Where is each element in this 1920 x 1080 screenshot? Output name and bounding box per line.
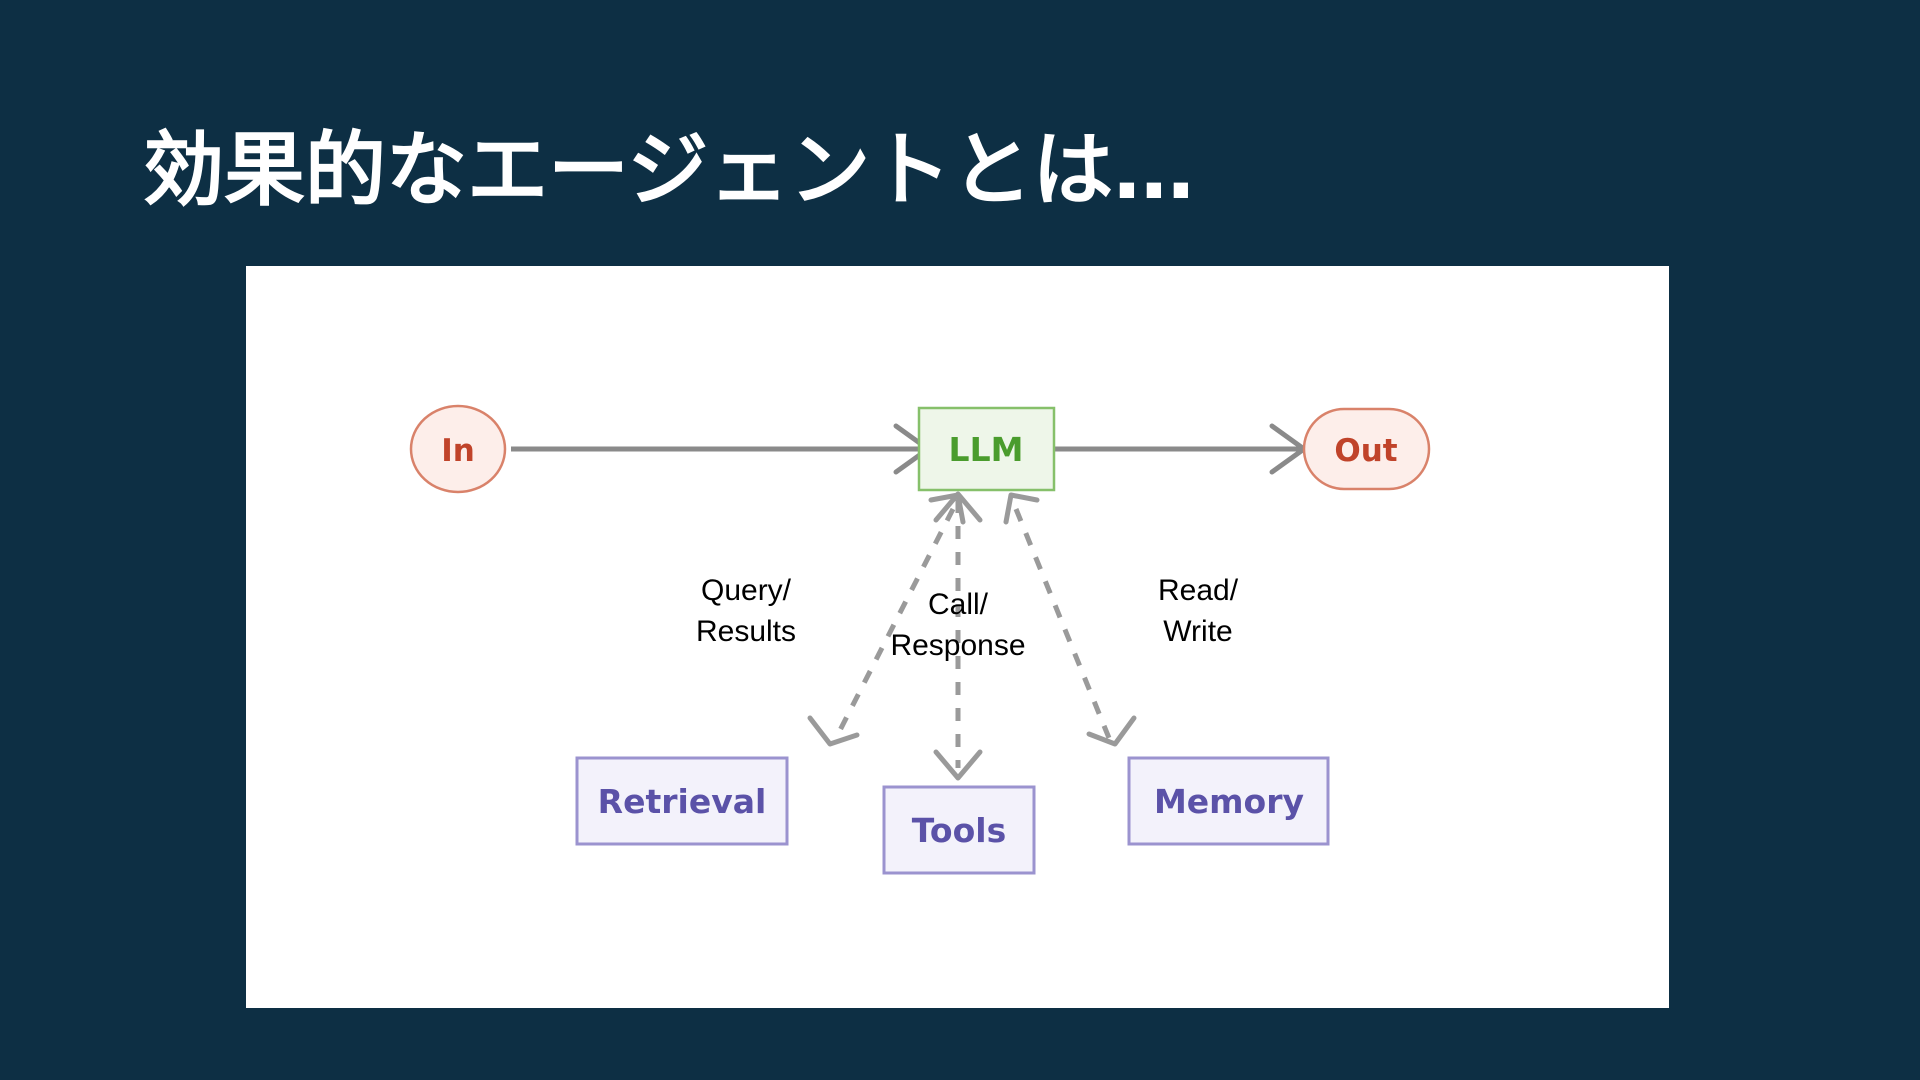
node-llm[interactable]: LLM xyxy=(917,406,1056,492)
node-memory-label: Memory xyxy=(1154,782,1304,821)
edge-llm-tools-arrowhead-down-icon xyxy=(933,749,983,781)
edge-in-llm xyxy=(511,423,931,475)
node-in-label: In xyxy=(441,433,475,469)
node-out[interactable]: Out xyxy=(1302,407,1431,491)
diagram-canvas: Query/ Results Call/ Response Read/ Writ… xyxy=(409,404,1431,875)
node-out-label: Out xyxy=(1334,433,1397,469)
edge-label-response: Response xyxy=(890,629,1025,662)
diagram-panel: Query/ Results Call/ Response Read/ Writ… xyxy=(246,266,1669,1008)
node-llm-shape[interactable] xyxy=(917,406,1056,492)
edge-llm-tools xyxy=(933,491,983,781)
edge-llm-memory-arrowhead-down-icon xyxy=(1086,715,1137,747)
edge-llm-memory-arrowhead-up-icon xyxy=(1003,492,1040,525)
edge-label-read: Read/ xyxy=(1158,574,1239,607)
edge-label-write: Write xyxy=(1163,615,1232,648)
edge-label-results: Results xyxy=(696,615,796,648)
node-retrieval-label: Retrieval xyxy=(598,782,767,821)
edge-llm-out xyxy=(1052,423,1307,475)
edge-llm-memory-line xyxy=(1013,508,1112,739)
node-llm-label: LLM xyxy=(949,430,1024,469)
edge-llm-retrieval-line xyxy=(833,507,956,740)
node-tools[interactable]: Tools xyxy=(882,785,1036,875)
node-memory-shape[interactable] xyxy=(1127,756,1330,846)
edge-llm-tools-arrowhead-up-icon xyxy=(933,491,983,523)
edge-label-query: Query/ xyxy=(701,574,792,607)
page-title: 効果的なエージェントとは… xyxy=(143,124,1195,219)
edge-llm-retrieval-arrowhead-down-icon xyxy=(807,715,860,747)
node-tools-label: Tools xyxy=(912,811,1006,850)
node-in[interactable]: In xyxy=(409,404,507,494)
node-in-shape[interactable] xyxy=(409,404,507,494)
edge-label-call: Call/ xyxy=(928,588,989,621)
node-memory[interactable]: Memory xyxy=(1127,756,1330,846)
edge-llm-memory xyxy=(1003,492,1137,747)
node-tools-shape[interactable] xyxy=(882,785,1036,875)
node-out-shape[interactable] xyxy=(1302,407,1431,491)
node-retrieval[interactable]: Retrieval xyxy=(575,756,789,846)
node-retrieval-shape[interactable] xyxy=(575,756,789,846)
